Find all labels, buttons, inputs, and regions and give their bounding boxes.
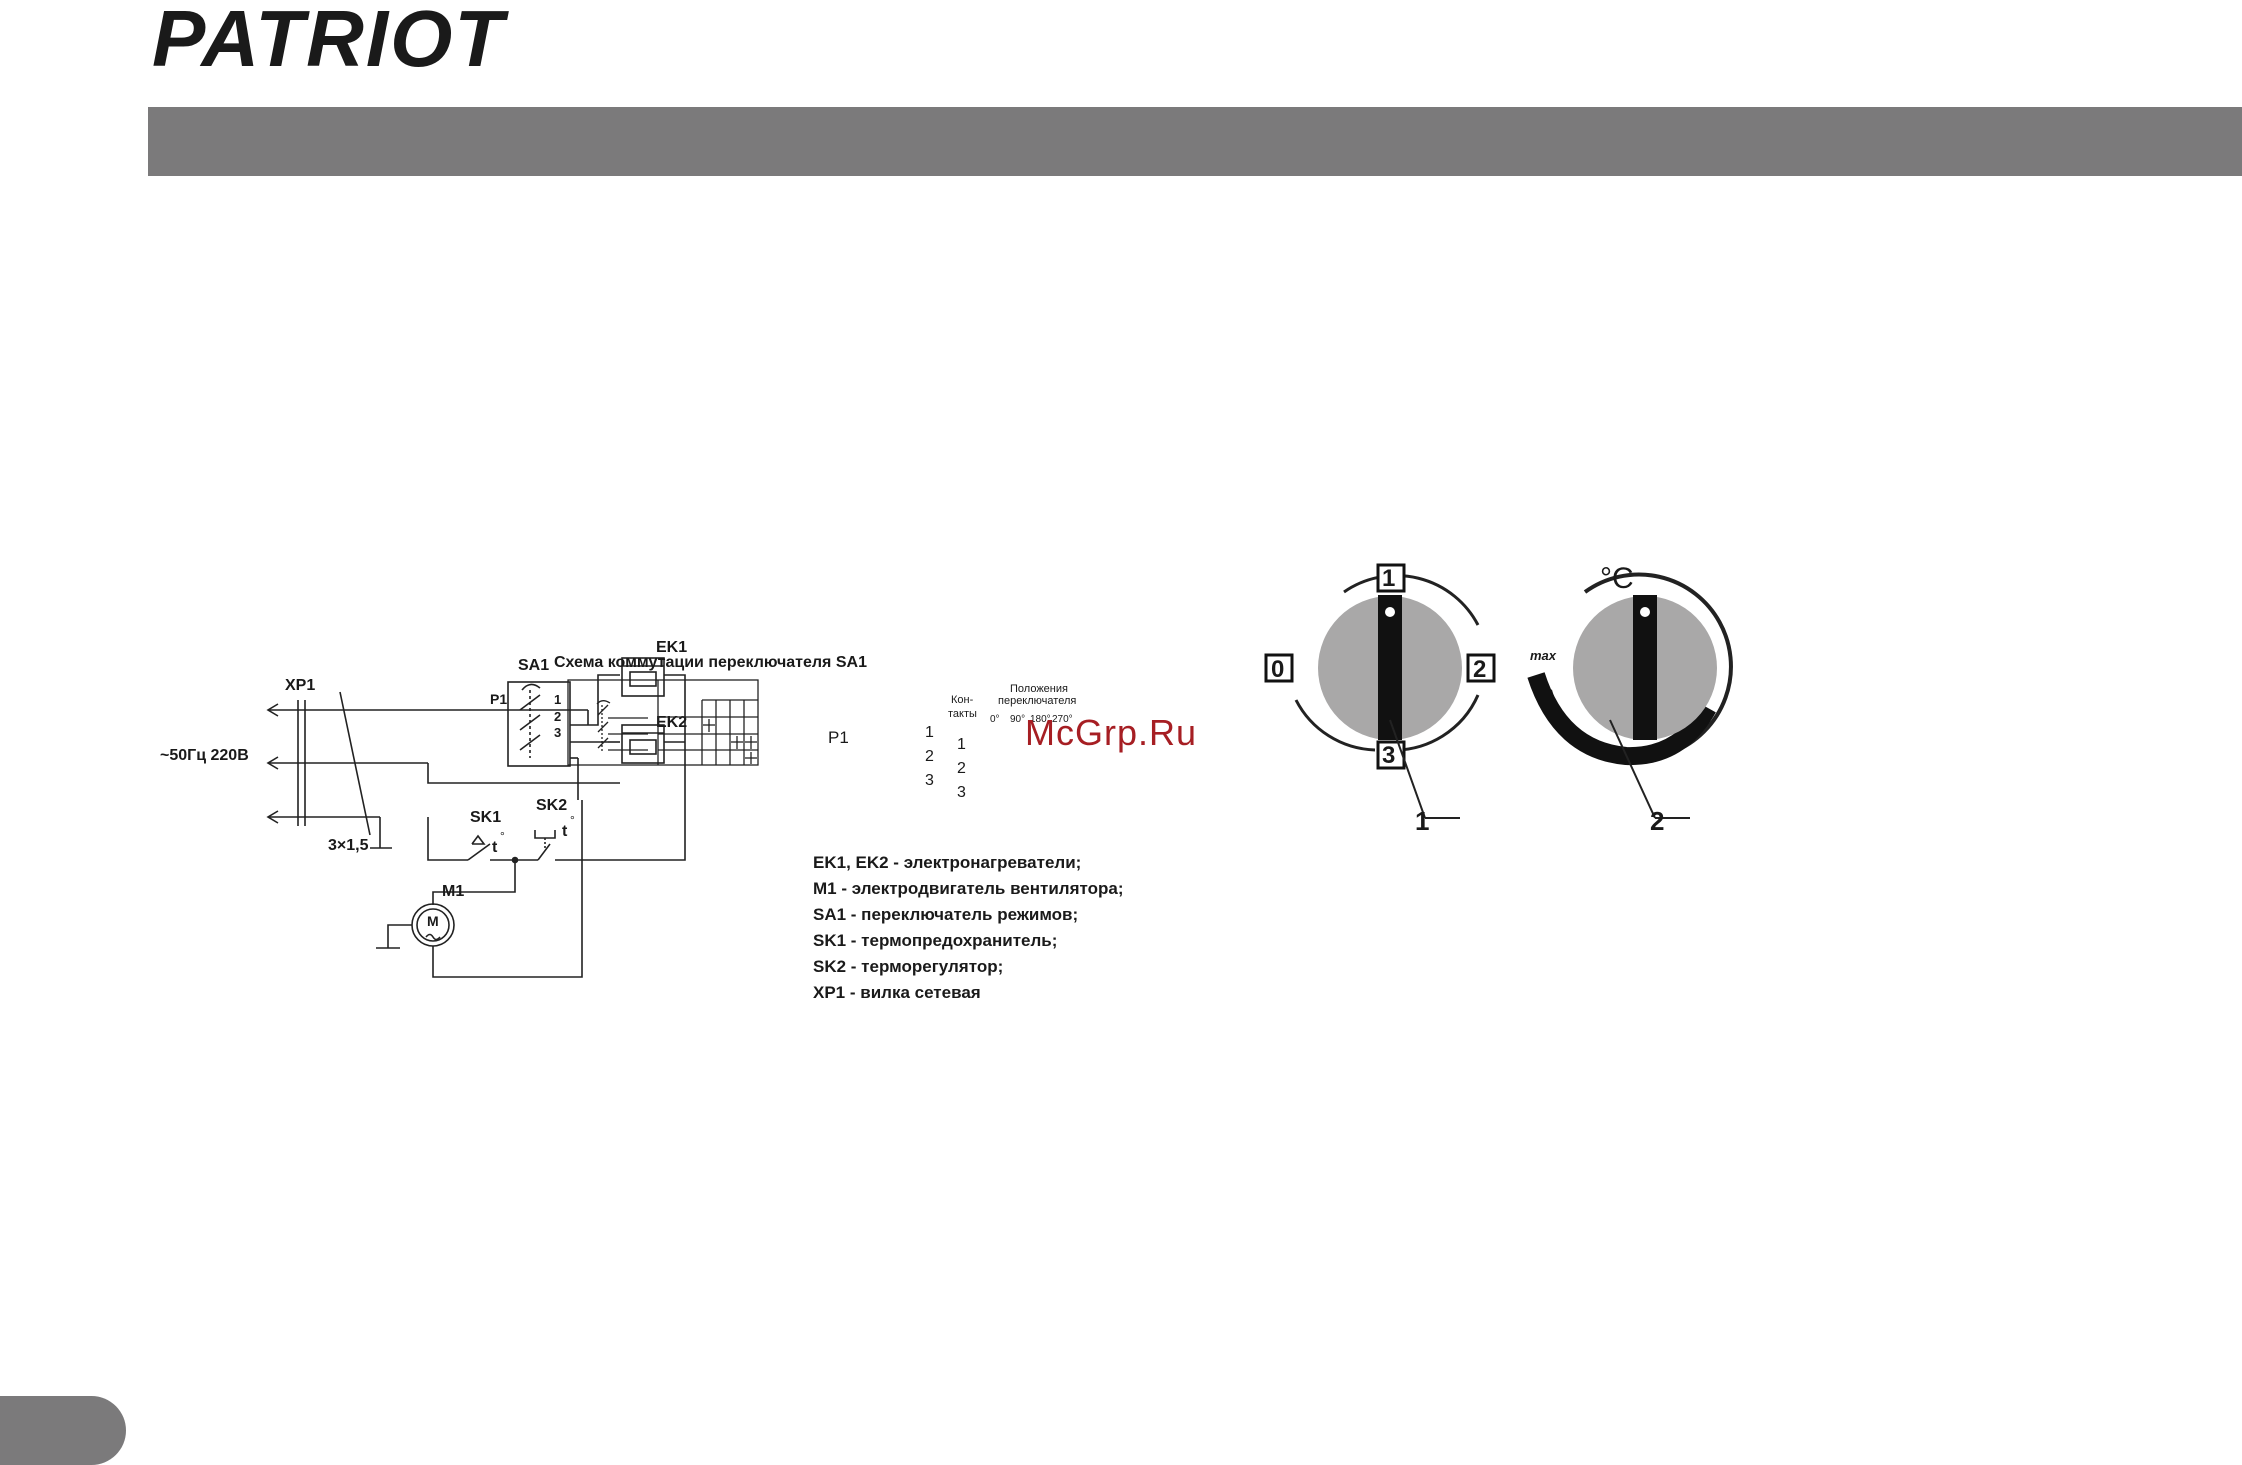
thermostat-knob (1527, 572, 1733, 819)
label-motor-symbol: M (427, 913, 439, 929)
control-knobs: 1 0 2 3 1 °C max 2 (1264, 562, 1733, 836)
legend-line-6: XP1 - вилка сетевая (813, 983, 981, 1002)
label-sk2-deg: ° (570, 813, 575, 827)
switch-table (567, 679, 759, 766)
thermostat-unit-label: °C (1600, 562, 1634, 595)
label-sk2-t: t (562, 823, 568, 840)
label-xp1: XP1 (285, 677, 315, 694)
heater-ek1 (621, 657, 686, 760)
thermostat-max-label: max (1530, 648, 1557, 663)
heater-ek2 (555, 724, 686, 861)
legend-line-5: SK2 - терморегулятор; (813, 957, 1004, 976)
label-sa1-p1: P1 (490, 691, 507, 707)
header-bar (148, 107, 2242, 176)
switch-sa1 (427, 674, 620, 800)
legend-line-1: EK1, EK2 - электронагреватели; (813, 853, 1082, 872)
thermostat-sk2 (511, 830, 556, 864)
label-sa1: SA1 (518, 657, 549, 674)
mode-position-2: 2 (1473, 656, 1486, 683)
label-sa1-terminal-2: 2 (554, 709, 561, 724)
label-sk1-deg: ° (500, 829, 505, 843)
patriot-logo: PATRIOT (152, 0, 509, 74)
label-supply: ~50Гц 220В (160, 747, 249, 764)
callout-2: 2 (1650, 806, 1664, 836)
mode-position-3: 3 (1382, 742, 1395, 769)
label-sa1-terminal-3: 3 (554, 725, 561, 740)
label-m1: M1 (442, 883, 464, 900)
plug-xp1 (266, 691, 588, 849)
page-number-tab (0, 1396, 126, 1465)
label-ek1: EK1 (656, 639, 687, 656)
callout-1: 1 (1415, 806, 1429, 836)
thermal-fuse-sk1 (427, 817, 515, 861)
legend-line-4: SK1 - термопредохранитель; (813, 931, 1058, 950)
mode-position-1: 1 (1382, 565, 1395, 592)
legend-line-2: M1 - электродвигатель вентилятора; (813, 879, 1124, 898)
legend-line-3: SA1 - переключатель режимов; (813, 905, 1079, 924)
motor-m1 (376, 800, 583, 978)
label-cable: 3×1,5 (328, 837, 369, 854)
label-ek2: EK2 (656, 714, 687, 731)
label-sa1-terminal-1: 1 (554, 692, 561, 707)
label-sk1: SK1 (470, 809, 501, 826)
label-sk1-t: t (492, 839, 498, 856)
circuit-diagram: XP1 ~50Гц 220В 3×1,5 SA1 P1 1 2 3 EK1 EK… (160, 639, 867, 978)
mode-knob (1264, 563, 1496, 819)
watermark: McGrp.Ru (1025, 712, 1198, 753)
mode-position-0: 0 (1271, 656, 1284, 683)
logo-text: PATRIOT (152, 0, 509, 74)
switch-table-title: Схема коммутации переключателя SA1 (554, 654, 867, 671)
label-sk2: SK2 (536, 797, 567, 814)
